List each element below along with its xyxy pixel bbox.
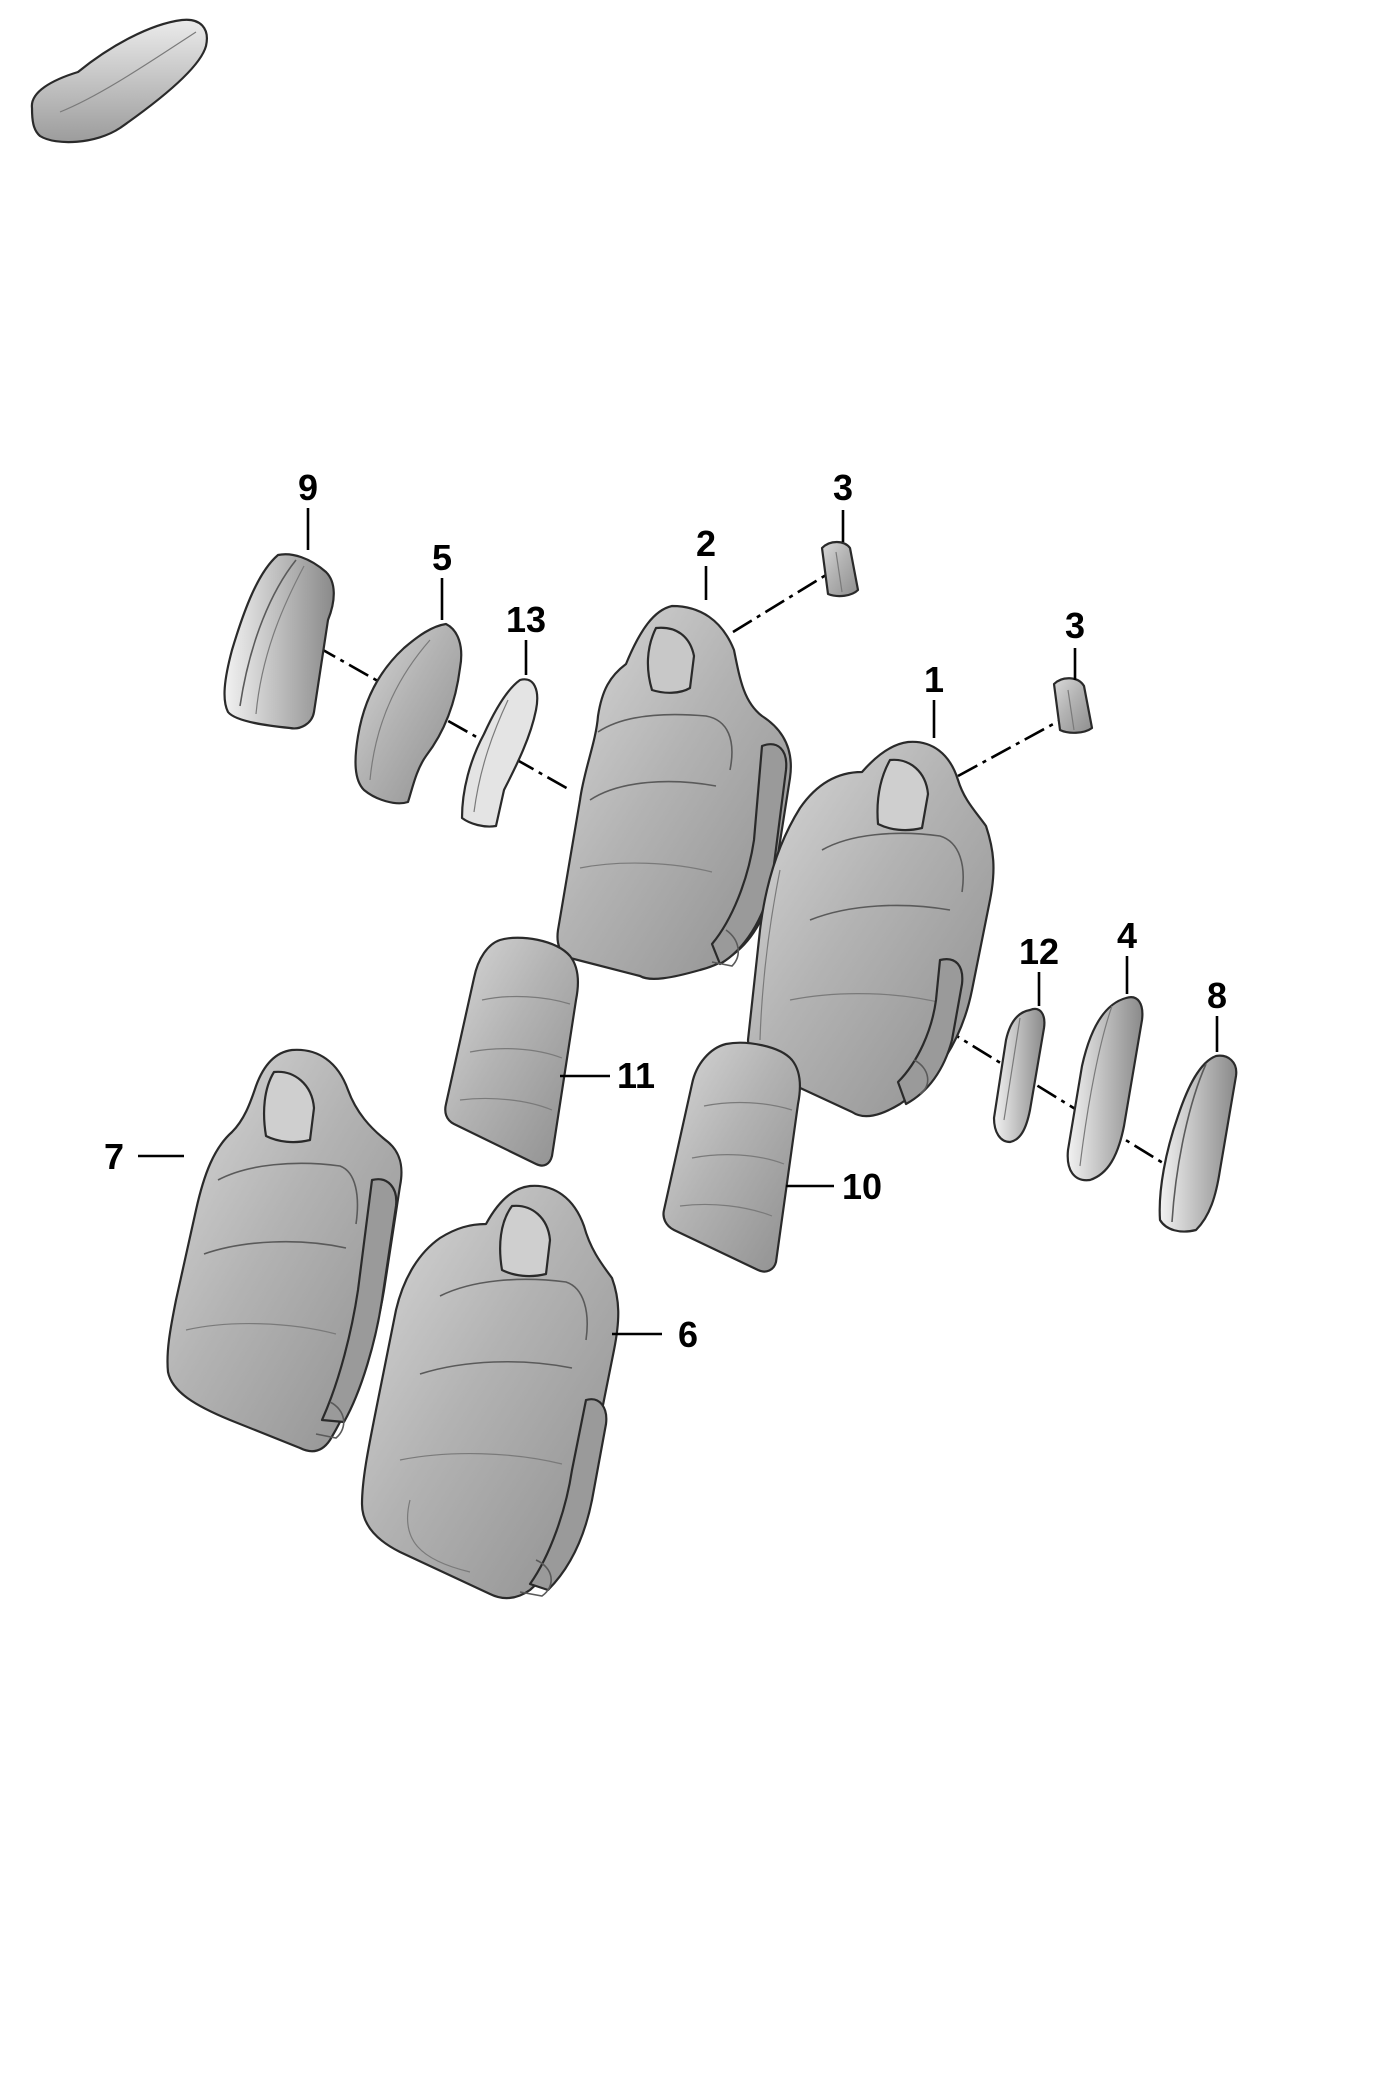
part-7-backrest-cover — [166, 1048, 403, 1453]
part-6-backrest-cover — [360, 1184, 620, 1600]
callout-6: 6 — [678, 1314, 698, 1355]
callout-3-lower: 3 — [1065, 605, 1085, 646]
part-10-foam-insert — [662, 1041, 802, 1273]
callout-7: 7 — [104, 1136, 124, 1177]
callout-11: 11 — [617, 1055, 655, 1096]
part-12-side-trim — [992, 1007, 1046, 1144]
callout-5: 5 — [432, 537, 452, 578]
part-5-side-bolster — [354, 622, 463, 805]
part-1-backrest — [746, 740, 995, 1118]
callout-labels: 9 5 13 2 3 3 1 12 4 8 11 10 7 6 — [104, 467, 1227, 1355]
callout-10: 10 — [842, 1166, 882, 1207]
part-3-clip-upper — [820, 540, 860, 598]
callout-1: 1 — [924, 659, 944, 700]
leader-lines — [138, 508, 1219, 1336]
callout-2: 2 — [696, 523, 716, 564]
part-4-side-trim — [1066, 996, 1144, 1182]
part-3-clip-lower — [1052, 677, 1094, 734]
callout-12: 12 — [1019, 931, 1059, 972]
vehicle-thumbnail-icon — [30, 18, 208, 144]
part-9-side-panel — [223, 553, 335, 730]
callout-4: 4 — [1117, 915, 1137, 956]
callout-8: 8 — [1207, 975, 1227, 1016]
callout-13: 13 — [506, 599, 546, 640]
part-13-foam-pad — [460, 678, 539, 828]
part-8-side-panel — [1158, 1054, 1238, 1233]
callout-3-upper: 3 — [833, 467, 853, 508]
part-2-backrest — [556, 604, 792, 980]
callout-9: 9 — [298, 467, 318, 508]
part-11-foam-insert — [444, 936, 580, 1167]
